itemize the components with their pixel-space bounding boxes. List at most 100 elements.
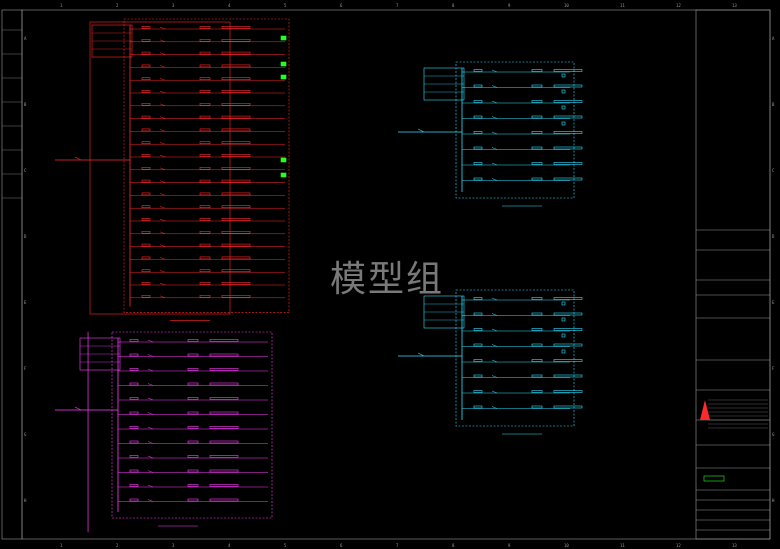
cable-spec bbox=[209, 498, 239, 502]
breaker-symbol bbox=[159, 257, 166, 260]
cable-spec bbox=[553, 177, 583, 181]
cable-tag bbox=[199, 282, 211, 285]
ruler-column-number: 6 bbox=[340, 3, 343, 8]
circuit-tag bbox=[473, 359, 483, 362]
ruler-column-number: 11 bbox=[620, 543, 625, 548]
ruler-column-number: 13 bbox=[732, 543, 737, 548]
ruler-column-number: 2 bbox=[116, 543, 119, 548]
circuit-tag bbox=[141, 167, 151, 170]
breaker-symbol bbox=[491, 297, 498, 301]
cable-spec bbox=[209, 368, 239, 371]
cable-spec bbox=[553, 328, 583, 331]
cable-tag bbox=[187, 469, 199, 473]
breaker-symbol bbox=[147, 383, 154, 386]
circuit-tag bbox=[473, 374, 483, 378]
ruler-column-number: 3 bbox=[172, 3, 175, 8]
breaker-symbol bbox=[159, 39, 166, 43]
breaker-symbol bbox=[491, 390, 498, 394]
ruler-column-number: 8 bbox=[452, 543, 455, 548]
cable-spec bbox=[221, 154, 251, 157]
breaker-symbol bbox=[147, 368, 154, 372]
cable-tag bbox=[199, 141, 211, 144]
cable-spec bbox=[553, 131, 583, 134]
circuit-tag bbox=[141, 282, 151, 285]
outlet-marker bbox=[561, 121, 566, 126]
cable-tag bbox=[199, 154, 211, 157]
circuit-tag bbox=[141, 294, 151, 298]
circuit-tag bbox=[129, 498, 139, 502]
cable-spec bbox=[553, 374, 583, 378]
breaker-symbol bbox=[491, 162, 498, 166]
title-block bbox=[695, 9, 771, 540]
cable-spec bbox=[221, 26, 251, 29]
circuit-tag bbox=[141, 141, 151, 144]
cable-tag bbox=[187, 368, 199, 371]
ruler-column-number: 9 bbox=[508, 543, 511, 548]
ruler-row-letter: C bbox=[24, 168, 27, 173]
panel-enclosure bbox=[455, 61, 575, 199]
circuit-tag bbox=[129, 484, 139, 487]
cable-spec bbox=[209, 411, 239, 415]
breaker-symbol bbox=[147, 484, 154, 488]
main-breaker-symbol bbox=[417, 352, 425, 357]
cable-spec bbox=[553, 405, 583, 409]
cable-spec bbox=[221, 256, 251, 260]
breaker-symbol bbox=[147, 470, 154, 473]
breaker-symbol bbox=[147, 426, 154, 430]
ruler-row-letter: C bbox=[772, 168, 775, 173]
ruler-row-letter: D bbox=[772, 234, 775, 239]
circuit-tag bbox=[129, 469, 139, 473]
cable-spec bbox=[209, 440, 239, 444]
left-title-strip bbox=[1, 9, 23, 540]
ruler-column-number: 1 bbox=[60, 543, 63, 548]
breaker-symbol bbox=[491, 328, 498, 332]
cable-tag bbox=[531, 390, 543, 393]
cable-spec bbox=[221, 269, 251, 273]
circuit-tag bbox=[141, 90, 151, 93]
outlet-marker bbox=[561, 349, 566, 354]
breaker-symbol bbox=[159, 26, 166, 30]
breaker-symbol bbox=[491, 359, 498, 363]
breaker-symbol bbox=[147, 412, 154, 415]
cable-tag bbox=[199, 179, 211, 183]
cable-tag bbox=[187, 397, 199, 400]
breaker-symbol bbox=[159, 231, 166, 235]
breaker-symbol bbox=[491, 147, 498, 150]
cable-tag bbox=[187, 411, 199, 415]
ruler-column-number: 3 bbox=[172, 543, 175, 548]
circuit-tag bbox=[141, 38, 151, 42]
cable-tag bbox=[199, 218, 211, 221]
cable-spec bbox=[221, 103, 251, 106]
cable-spec bbox=[553, 390, 583, 393]
ruler-column-number: 2 bbox=[116, 3, 119, 8]
cable-tag bbox=[531, 131, 543, 134]
breaker-symbol bbox=[159, 218, 166, 222]
main-breaker-symbol bbox=[74, 156, 82, 161]
cable-spec bbox=[553, 100, 583, 103]
cable-tag bbox=[531, 312, 543, 316]
breaker-symbol bbox=[159, 103, 166, 107]
breaker-symbol bbox=[147, 441, 154, 444]
cable-spec bbox=[209, 353, 239, 357]
main-breaker-symbol bbox=[417, 128, 425, 133]
ruler-row-letter: A bbox=[772, 36, 775, 41]
ruler-column-number: 5 bbox=[284, 3, 287, 8]
cable-tag bbox=[531, 146, 543, 150]
breaker-symbol bbox=[159, 141, 166, 145]
cable-tag bbox=[531, 359, 543, 362]
cable-spec bbox=[209, 469, 239, 473]
cable-tag bbox=[187, 339, 199, 342]
circuit-tag bbox=[141, 128, 151, 132]
cable-spec bbox=[553, 69, 583, 72]
breaker-symbol bbox=[491, 344, 498, 347]
breaker-symbol bbox=[147, 354, 154, 357]
breaker-symbol bbox=[147, 397, 154, 401]
ruler-column-number: 7 bbox=[396, 3, 399, 8]
load-indicator-icon bbox=[280, 35, 287, 41]
breaker-symbol bbox=[159, 295, 166, 299]
circuit-tag bbox=[473, 162, 483, 165]
breaker-symbol bbox=[159, 129, 166, 132]
approval-stamp bbox=[703, 475, 725, 482]
cable-tag bbox=[187, 498, 199, 502]
